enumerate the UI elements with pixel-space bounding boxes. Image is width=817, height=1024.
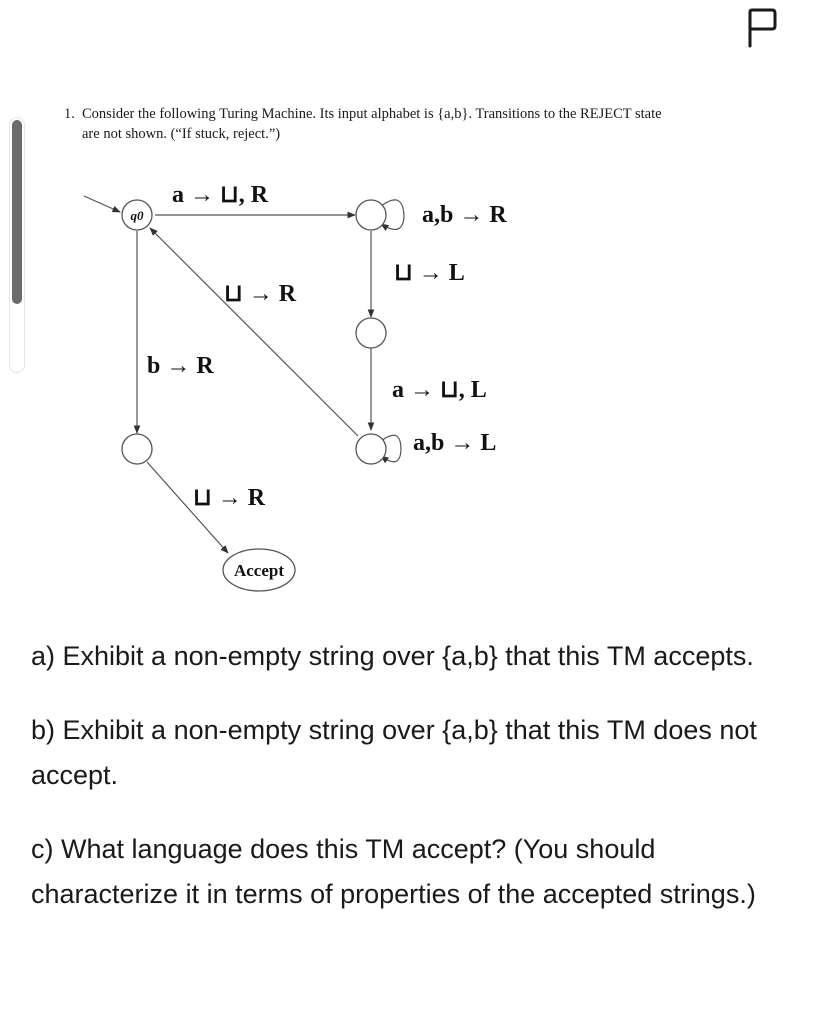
label-q0-to-left: b → R [147, 353, 214, 379]
edge-bottom-to-q0 [149, 227, 359, 437]
label-q0-to-top: a → ⊔, R [172, 182, 269, 208]
problem-number: 1. [64, 106, 75, 122]
loop-bottom [380, 434, 402, 464]
turing-machine-diagram: q0 Accept a → ⊔, R a,b → R ⊔ → L ⊔ → R b… [83, 182, 507, 592]
scrollbar-thumb[interactable] [12, 120, 22, 304]
state-accept [222, 548, 296, 592]
problem-statement: 1. Consider the following Turing Machine.… [64, 104, 764, 144]
label-left-to-accept: ⊔ → R [193, 485, 266, 511]
question-c: c) What language does this TM accept? (Y… [31, 834, 756, 909]
label-bottom-loop: a,b → L [413, 430, 496, 456]
label-top-to-mid: ⊔ → L [394, 260, 465, 286]
state-q0 [121, 199, 153, 231]
problem-line-2: are not shown. (“If stuck, reject.”) [82, 126, 281, 142]
label-top-loop: a,b → R [422, 202, 507, 228]
state-q0-label: q0 [131, 208, 145, 223]
label-bottom-to-q0: ⊔ → R [224, 281, 297, 307]
flag-icon[interactable] [745, 8, 779, 48]
label-mid-to-bottom: a → ⊔, L [392, 377, 487, 403]
vertical-scrollbar[interactable] [9, 117, 25, 373]
state-bottom [355, 433, 387, 465]
state-left [121, 433, 153, 465]
state-top [355, 199, 387, 231]
state-mid [355, 317, 387, 349]
edge-left-to-accept [146, 461, 229, 554]
questions: a) Exhibit a non-empty string over {a,b}… [31, 634, 791, 946]
loop-top [380, 199, 405, 231]
question-a: a) Exhibit a non-empty string over {a,b}… [31, 641, 754, 671]
state-accept-label: Accept [234, 561, 284, 580]
problem-line-1: Consider the following Turing Machine. I… [82, 106, 662, 122]
start-arrow [83, 195, 121, 213]
question-b: b) Exhibit a non-empty string over {a,b}… [31, 715, 757, 790]
